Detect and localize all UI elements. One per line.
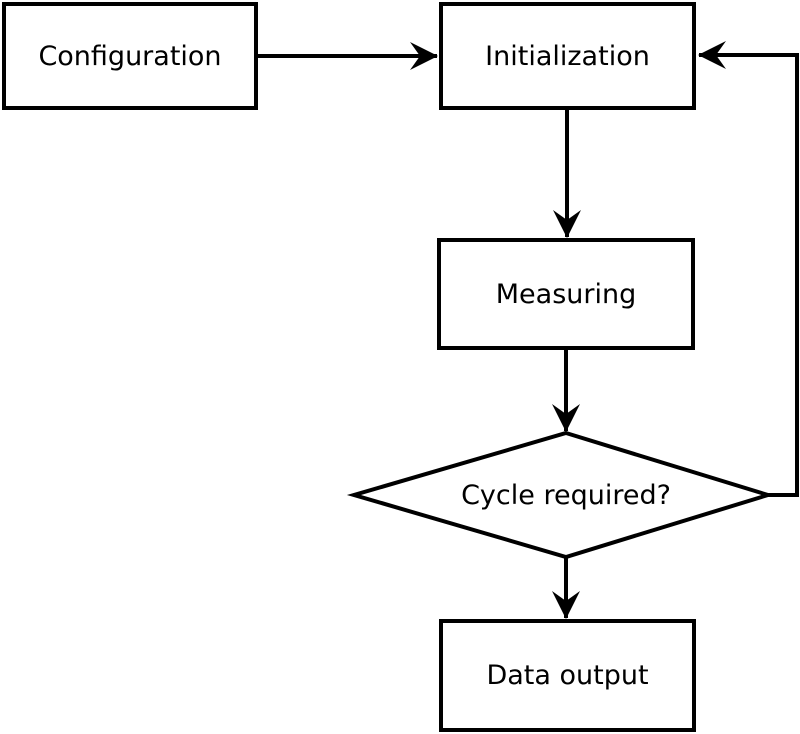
node-cycle-required-label: Cycle required? xyxy=(461,479,671,511)
node-initialization-label: Initialization xyxy=(485,40,650,72)
edge-decision-loop-to-initialization xyxy=(698,41,799,497)
node-configuration-label: Configuration xyxy=(38,40,222,72)
node-initialization: Initialization xyxy=(439,2,696,110)
node-cycle-required: Cycle required? xyxy=(366,471,766,519)
node-data-output: Data output xyxy=(439,619,696,732)
node-measuring: Measuring xyxy=(437,238,695,350)
node-data-output-label: Data output xyxy=(486,660,649,691)
node-measuring-label: Measuring xyxy=(495,278,637,310)
node-configuration: Configuration xyxy=(2,2,258,110)
